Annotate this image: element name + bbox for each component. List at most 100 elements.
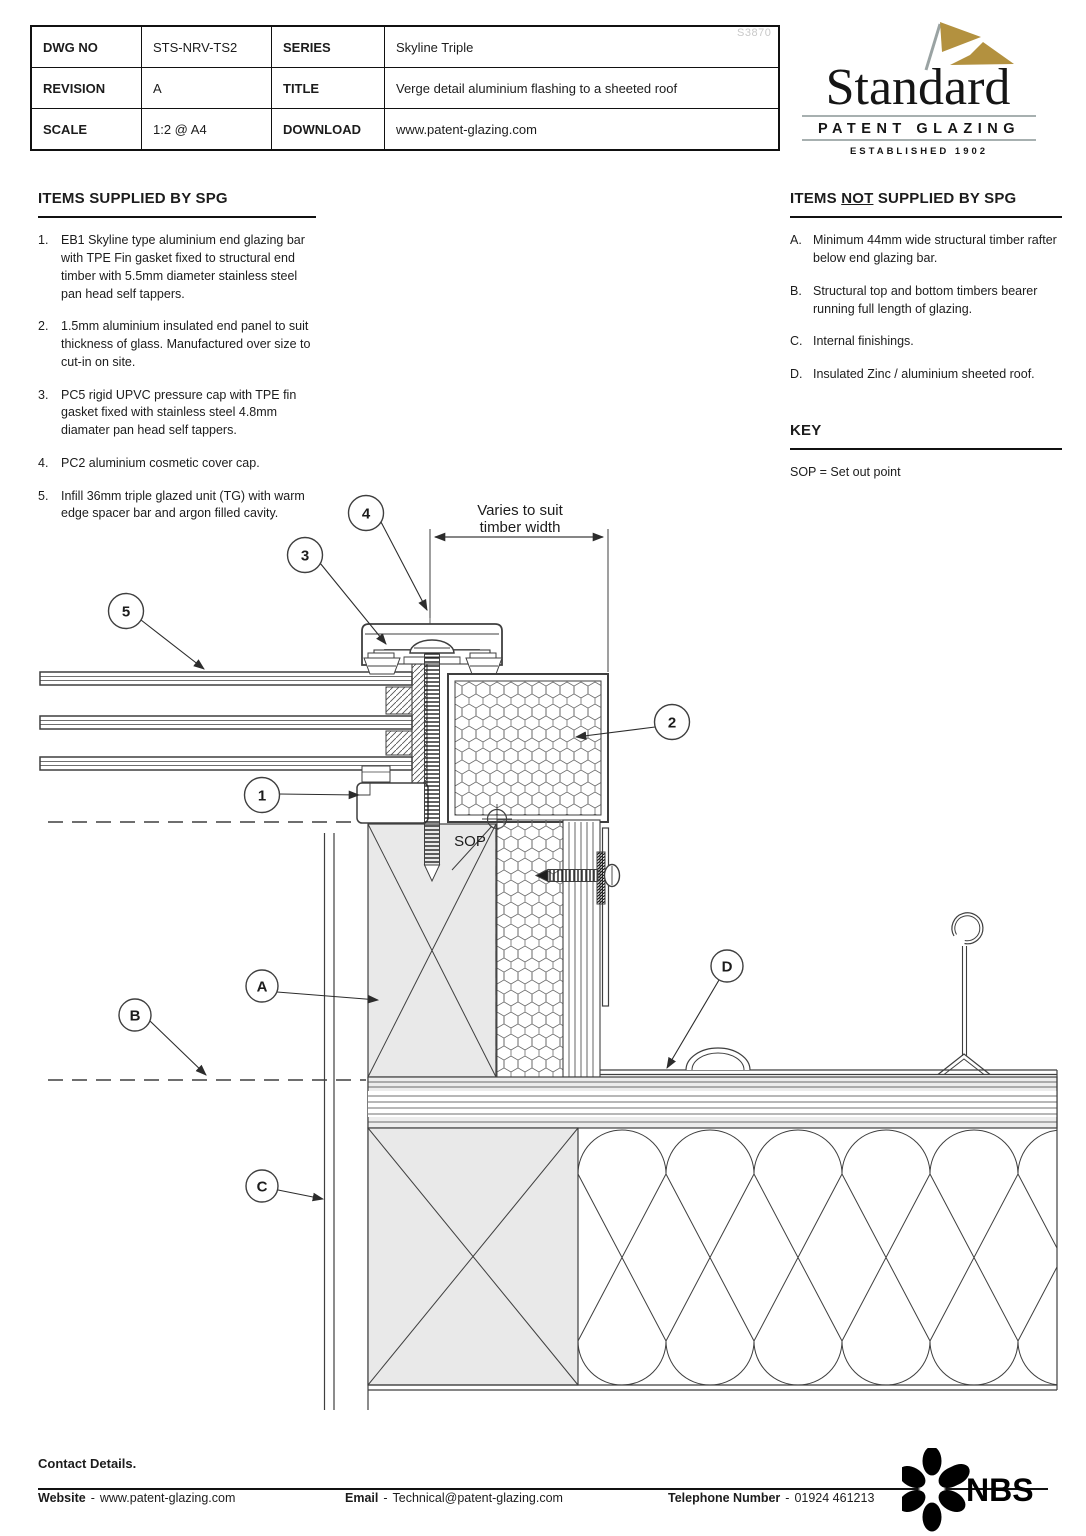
callout-5: 5 <box>107 592 145 630</box>
flag-pole <box>924 23 942 71</box>
flag-icon <box>940 22 981 52</box>
list-item: 3.PC5 rigid UPVC pressure cap with TPE f… <box>38 387 316 440</box>
spacer-bar <box>385 730 413 756</box>
website-value: www.patent-glazing.com <box>99 1491 236 1505</box>
nbs-logo-graphic: NBS <box>898 1446 1034 1532</box>
fixing-screw-horizontal <box>534 851 621 905</box>
callout-2: 2 <box>653 703 691 741</box>
svg-text:A: A <box>257 979 268 996</box>
logo-subtitle: PATENT GLAZING <box>818 121 1020 137</box>
nbs-flower-icon <box>898 1446 970 1532</box>
item-text: PC2 aluminium cosmetic cover cap. <box>61 455 260 470</box>
contact-details-heading: Contact Details. <box>38 1456 137 1471</box>
download-value: www.patent-glazing.com <box>385 109 778 149</box>
item-number: 2. <box>38 319 49 334</box>
timber-bearer <box>367 1127 1057 1391</box>
items-supplied-heading: ITEMS SUPPLIED BY SPG <box>38 190 228 207</box>
list-item: 5. Infill 36mm triple glazed unit (TG) wi… <box>38 488 316 524</box>
items-supplied-rule <box>38 216 316 219</box>
seam-bump <box>685 1047 751 1071</box>
email-value: Technical@patent-glazing.com <box>392 1491 563 1505</box>
callouts: 4 3 5 1 2 A B C D <box>107 494 744 1203</box>
svg-text:3: 3 <box>301 548 309 565</box>
series-label: SERIES <box>272 27 385 68</box>
item-text: Internal finishings. <box>813 334 914 349</box>
callout-B: B <box>118 998 152 1032</box>
verge-flashing <box>601 827 610 1007</box>
footer-email: Email-Technical@patent-glazing.com <box>345 1491 563 1505</box>
dim-label-line1: Varies to suit <box>477 502 563 519</box>
callout-1: 1 <box>243 776 281 814</box>
spg-logo-graphic: Standard PATENT GLAZING ESTABLISHED 1902 <box>802 22 1036 157</box>
callout-A: A <box>245 969 279 1003</box>
callout-4: 4 <box>347 494 385 532</box>
revision-value: A <box>142 68 272 109</box>
list-item: 4. PC2 aluminium cosmetic cover cap. <box>38 455 316 473</box>
series-value: Skyline Triple <box>385 27 778 68</box>
key-section: KEY SOP = Set out point <box>790 420 1062 482</box>
list-item: D. Insulated Zinc / aluminium sheeted roo… <box>790 366 1062 384</box>
items-not-supplied-section: ITEMS NOT SUPPLIED BY SPG A.Minimum 44mm… <box>790 188 1062 482</box>
items-not-supplied-rule <box>790 216 1062 219</box>
sheet-watermark: S3870 <box>737 27 772 39</box>
key-rule <box>790 448 1062 451</box>
logo-established: ESTABLISHED 1902 <box>850 146 988 157</box>
dwg-no-label: DWG NO <box>32 27 142 68</box>
item-letter: A. <box>790 233 802 248</box>
email-label: Email <box>345 1491 379 1505</box>
item-text: PC5 rigid UPVC pressure cap with TPE fin… <box>61 387 297 438</box>
sheeting-layers <box>562 819 601 1078</box>
spg-logo: Standard PATENT GLAZING ESTABLISHED 1902 <box>800 12 1040 164</box>
nbs-wordmark: NBS <box>966 1472 1034 1508</box>
dashed-lines <box>48 821 497 1081</box>
revision-label: REVISION <box>32 68 142 109</box>
callout-C: C <box>245 1169 279 1203</box>
list-item: A.Minimum 44mm wide structural timber ra… <box>790 232 1062 268</box>
item-number: 4. <box>38 455 49 470</box>
item-text: Structural top and bottom timbers bearer… <box>813 283 1038 316</box>
separator: - <box>785 1491 790 1505</box>
item-letter: D. <box>790 367 803 382</box>
telephone-label: Telephone Number <box>668 1491 781 1505</box>
seam-curl-clip <box>937 912 991 1075</box>
end-glazing-bar <box>356 765 429 824</box>
callout-D: D <box>710 949 744 983</box>
spacer-bar <box>385 686 413 715</box>
insulated-end-panel <box>447 673 609 823</box>
logo-brand: Standard <box>826 59 1011 116</box>
list-item: 2. 1.5mm aluminium insulated end panel to… <box>38 318 316 371</box>
svg-text:1: 1 <box>258 788 266 805</box>
item-letter: C. <box>790 334 803 349</box>
footer-website: Website-www.patent-glazing.com <box>38 1491 235 1505</box>
footer-telephone: Telephone Number-01924 461213 <box>668 1491 874 1505</box>
key-text: SOP = Set out point <box>790 465 901 480</box>
items-not-supplied-heading: ITEMS NOT SUPPLIED BY SPG <box>790 190 1017 207</box>
item-number: 5. <box>38 488 49 503</box>
item-text: 1.5mm aluminium insulated end panel to s… <box>61 319 311 369</box>
item-number: 1. <box>38 233 49 248</box>
svg-text:C: C <box>257 1179 268 1196</box>
item-text: Infill 36mm triple glazed unit (TG) with… <box>61 488 305 521</box>
title-block: DWG NO STS-NRV-TS2 SERIES Skyline Triple… <box>30 25 780 151</box>
scale-value: 1:2 @ A4 <box>142 109 272 149</box>
gasket-clamp <box>465 652 503 675</box>
svg-text:D: D <box>722 959 733 976</box>
dimension-varies: Varies to suit timber width <box>429 502 609 672</box>
footer-rule <box>38 1488 1048 1490</box>
nbs-logo: NBS <box>898 1446 1072 1536</box>
item-text: Insulated Zinc / aluminium sheeted roof. <box>813 367 1035 382</box>
svg-text:5: 5 <box>122 604 130 621</box>
dim-label-line2: timber width <box>480 519 561 536</box>
svg-text:4: 4 <box>362 506 371 523</box>
separator: - <box>383 1491 388 1505</box>
triple-glazed-unit <box>39 663 428 791</box>
quilt-insulation <box>578 1129 1057 1386</box>
item-text: EB1 Skyline type aluminium end glazing b… <box>61 233 305 301</box>
scale-label: SCALE <box>32 109 142 149</box>
list-item: 1. EB1 Skyline type aluminium end glazing… <box>38 232 316 303</box>
list-item: C. Internal finishings. <box>790 333 1062 351</box>
telephone-value: 01924 461213 <box>794 1491 875 1505</box>
key-heading: KEY <box>790 421 822 439</box>
